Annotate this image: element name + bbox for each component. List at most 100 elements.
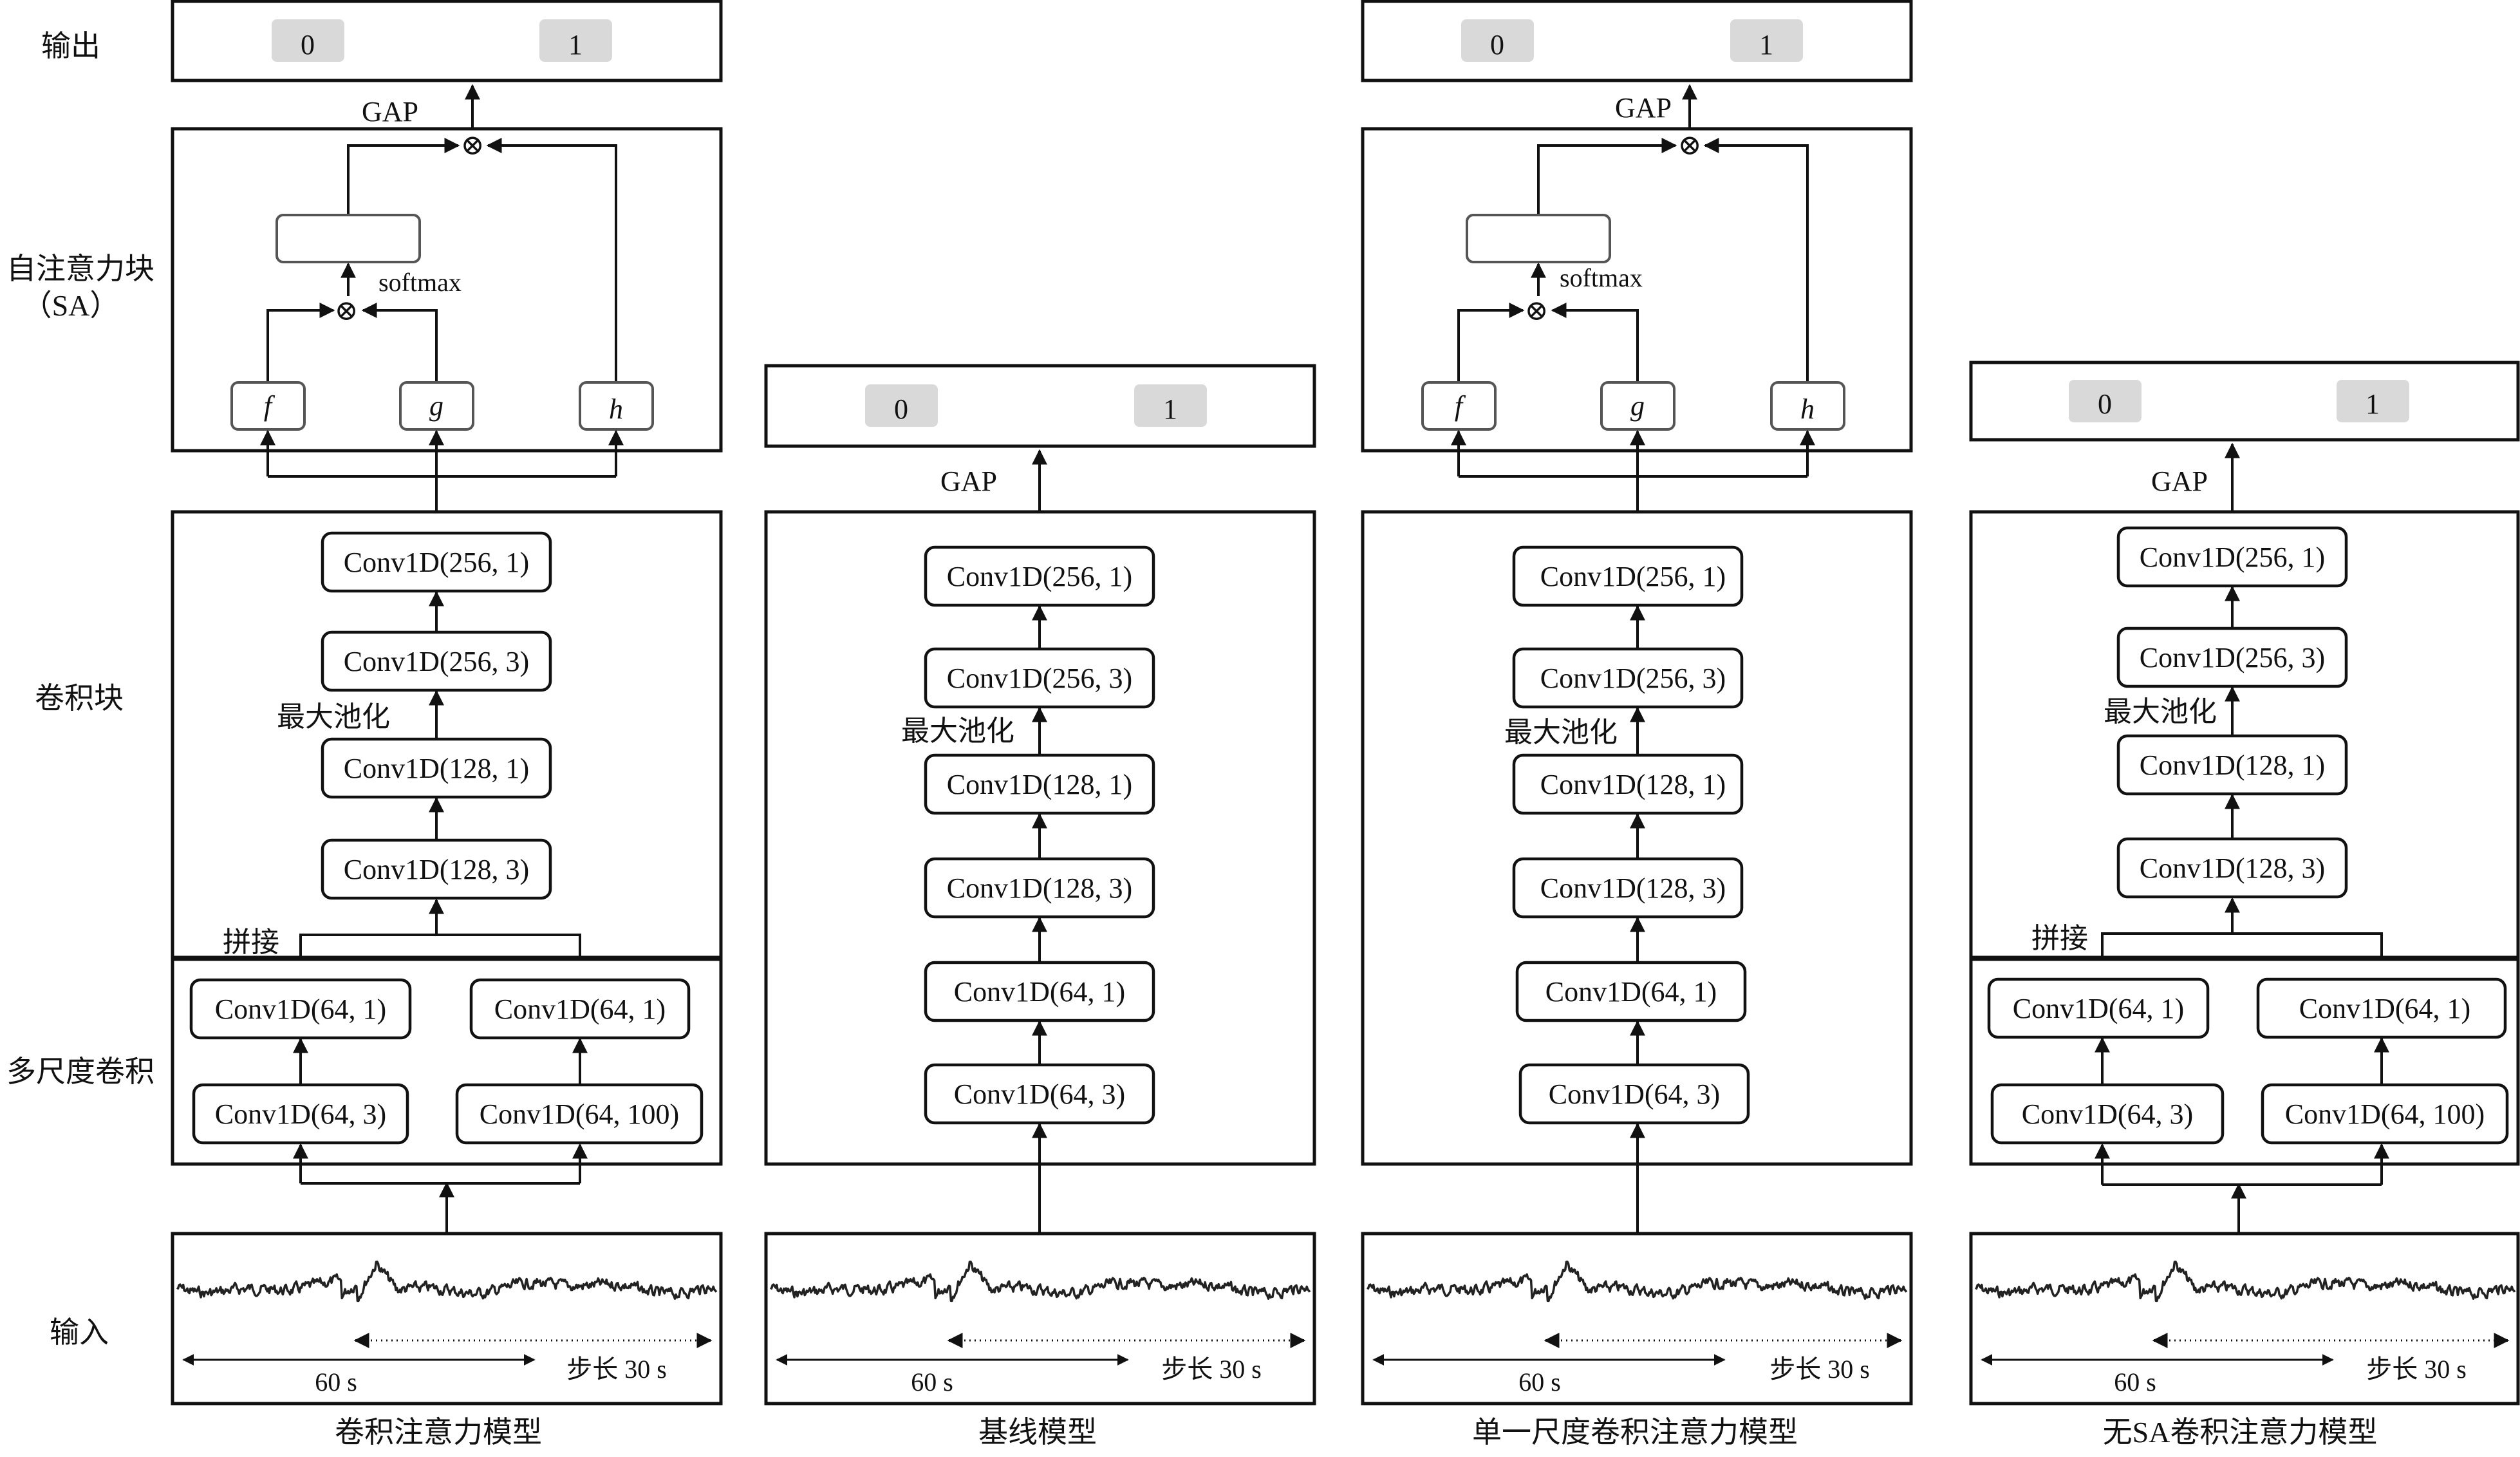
max-pool-label: 最大池化 <box>277 701 390 733</box>
h-label: h <box>609 393 623 425</box>
h-projection <box>579 381 654 431</box>
concat-line <box>2101 932 2383 979</box>
window-label: 60 s <box>911 1368 953 1396</box>
class-label: 0 <box>1490 29 1504 61</box>
eeg-waveform <box>769 1260 1311 1302</box>
class-label: 1 <box>2366 388 2380 420</box>
conv-layer-label: Conv1D(64, 1) <box>2013 993 2184 1024</box>
conv-layer <box>1512 753 1744 815</box>
conv-layer-label: Conv1D(128, 3) <box>947 872 1132 904</box>
attention-map-box <box>275 214 421 263</box>
row-label-sa: 自注意力块 <box>6 252 154 285</box>
row-label-multiscale: 多尺度卷积 <box>6 1055 154 1088</box>
model-baseline: 0 1 GAP Conv1D(256, 1) Conv1D(256, 3) 最大… <box>764 364 1316 1449</box>
arrow <box>1551 303 1639 381</box>
window-label: 60 s <box>2114 1368 2156 1396</box>
g-label: g <box>1630 390 1645 422</box>
concat-line <box>299 934 581 980</box>
model-no-sa-attention: 0 1 GAP Conv1D(256, 1) Conv1D(256, 3) 最大… <box>1969 361 2520 1449</box>
input-panel <box>764 1232 1316 1405</box>
window-label: 60 s <box>1518 1368 1561 1396</box>
f-projection <box>230 381 306 431</box>
row-label-input: 输入 <box>50 1316 109 1349</box>
conv-layer-label: Conv1D(64, 1) <box>2299 993 2470 1024</box>
conv-layer-label: Conv1D(128, 3) <box>1540 872 1726 904</box>
class-badge <box>1730 19 1803 62</box>
eeg-waveform <box>1974 1260 2516 1302</box>
window-label: 60 s <box>315 1368 357 1396</box>
eeg-signal <box>1974 1260 2516 1302</box>
input-panel <box>1969 1232 2520 1405</box>
stride-label: 步长 30 s <box>566 1355 667 1384</box>
output-box <box>1969 361 2520 442</box>
conv-layer-label: Conv1D(128, 1) <box>1540 769 1726 800</box>
input-panel <box>171 1232 723 1405</box>
arrow <box>1537 138 1677 214</box>
model-caption: 无SA卷积注意力模型 <box>2103 1416 2378 1449</box>
conv-layer-label: Conv1D(128, 1) <box>947 769 1132 800</box>
multiply-icon: ⊗ <box>1525 295 1549 326</box>
conv-layer-label: Conv1D(128, 1) <box>344 753 529 784</box>
model-caption: 单一尺度卷积注意力模型 <box>1472 1416 1798 1449</box>
conv-layer-label: Conv1D(256, 1) <box>2140 541 2325 573</box>
conv-layer-label: Conv1D(128, 3) <box>344 854 529 885</box>
conv-layer-label: Conv1D(64, 3) <box>215 1098 386 1130</box>
conv-layer-label: Conv1D(256, 1) <box>947 561 1132 592</box>
class-label: 0 <box>894 393 908 425</box>
softmax-label: softmax <box>1560 263 1643 292</box>
h-label: h <box>1800 393 1815 425</box>
conv-layer-label: Conv1D(64, 3) <box>2022 1098 2193 1130</box>
stride-label: 步长 30 s <box>2366 1355 2467 1384</box>
model-conv-attention: 0 1 GAP ⊗ ⊗ softmax f g h Conv1D(256, 1) <box>171 0 723 1449</box>
row-label-sa-abbr: （SA） <box>23 289 120 322</box>
multiply-icon: ⊗ <box>461 129 485 161</box>
attention-map-box <box>1466 214 1611 263</box>
conv-layer <box>192 1083 409 1145</box>
max-pool-label: 最大池化 <box>1504 717 1618 748</box>
conv-layer-label: Conv1D(64, 100) <box>480 1098 679 1130</box>
class-label: 1 <box>1163 393 1177 425</box>
row-label-output: 输出 <box>41 30 100 62</box>
eeg-waveform <box>1366 1260 1908 1302</box>
arrow <box>486 138 617 388</box>
eeg-signal <box>769 1260 1311 1302</box>
eeg-signal <box>1366 1260 1908 1302</box>
conv-layer-label: Conv1D(64, 1) <box>1545 976 1717 1008</box>
conv-layer <box>2116 837 2348 899</box>
row-labels: 输出 自注意力块 （SA） 卷积块 多尺度卷积 输入 <box>6 30 154 1349</box>
class-badge <box>272 19 344 62</box>
class-badge <box>1461 19 1534 62</box>
f-projection <box>1421 381 1497 431</box>
arrow <box>361 303 438 381</box>
conv-layer-label: Conv1D(256, 3) <box>947 663 1132 694</box>
softmax-label: softmax <box>378 268 462 297</box>
gap-label: GAP <box>362 96 418 127</box>
multiply-icon: ⊗ <box>335 295 359 326</box>
arrow <box>1703 138 1809 381</box>
conv-layer <box>1512 545 1744 607</box>
class-badge <box>2337 380 2409 422</box>
eeg-signal <box>176 1260 718 1302</box>
g-label: g <box>429 390 443 422</box>
class-label: 1 <box>1759 29 1773 61</box>
conv-layer-label: Conv1D(256, 3) <box>2140 642 2325 673</box>
class-label: 1 <box>568 29 583 61</box>
eeg-waveform <box>176 1260 718 1302</box>
conv-layer-label: Conv1D(256, 3) <box>1540 663 1726 694</box>
max-pool-label: 最大池化 <box>2104 696 2217 728</box>
stride-label: 步长 30 s <box>1769 1355 1870 1384</box>
class-label: 0 <box>301 29 315 61</box>
stride-label: 步长 30 s <box>1161 1355 1262 1384</box>
conv-layer-label: Conv1D(256, 1) <box>344 547 529 578</box>
output-box <box>1361 0 1913 82</box>
concat-label: 拼接 <box>223 926 279 958</box>
arrow <box>266 303 335 381</box>
gap-label: GAP <box>940 465 997 497</box>
g-projection <box>1600 381 1675 431</box>
class-badge <box>1134 384 1207 427</box>
conv-layer <box>1990 1083 2225 1145</box>
class-label: 0 <box>2098 388 2112 420</box>
conv-layer-label: Conv1D(64, 1) <box>494 993 666 1025</box>
conv-layer <box>1512 647 1744 709</box>
